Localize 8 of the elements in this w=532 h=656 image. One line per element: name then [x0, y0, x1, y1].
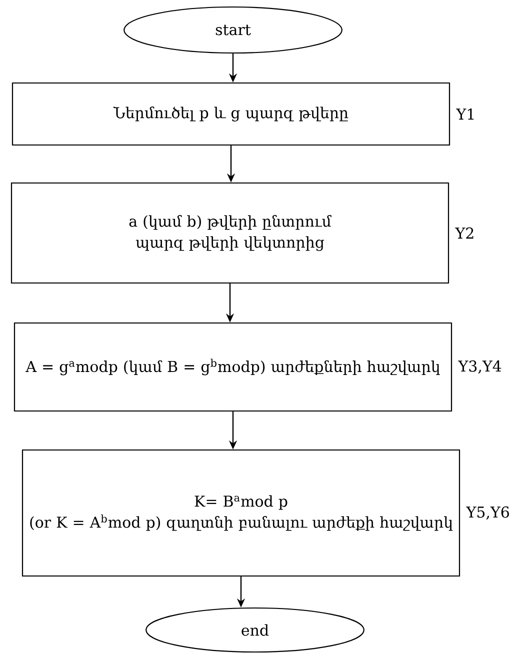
process-box: K= B$^{a}$mod p (or K = A$^{b}$mod p) զաղտնի բանալու արժեքի հաշվարկ [22, 449, 460, 577]
process-box: Ներմուծել p և g պարզ թվերը [12, 82, 450, 146]
side-label: Y5,Y6 [466, 506, 509, 520]
side-label: Y2 [455, 227, 474, 239]
process-box: A = g$^{a}$modp (կամ B = g$^{b}$modp) արժեքների հաշվարկ [14, 322, 452, 412]
side-label: Y3,Y4 [458, 360, 502, 374]
side-label: Y1 [456, 108, 474, 120]
process-box: a (կամ b) թվերի ընտրում պարզ թվերի վեկտորից [10, 182, 450, 284]
